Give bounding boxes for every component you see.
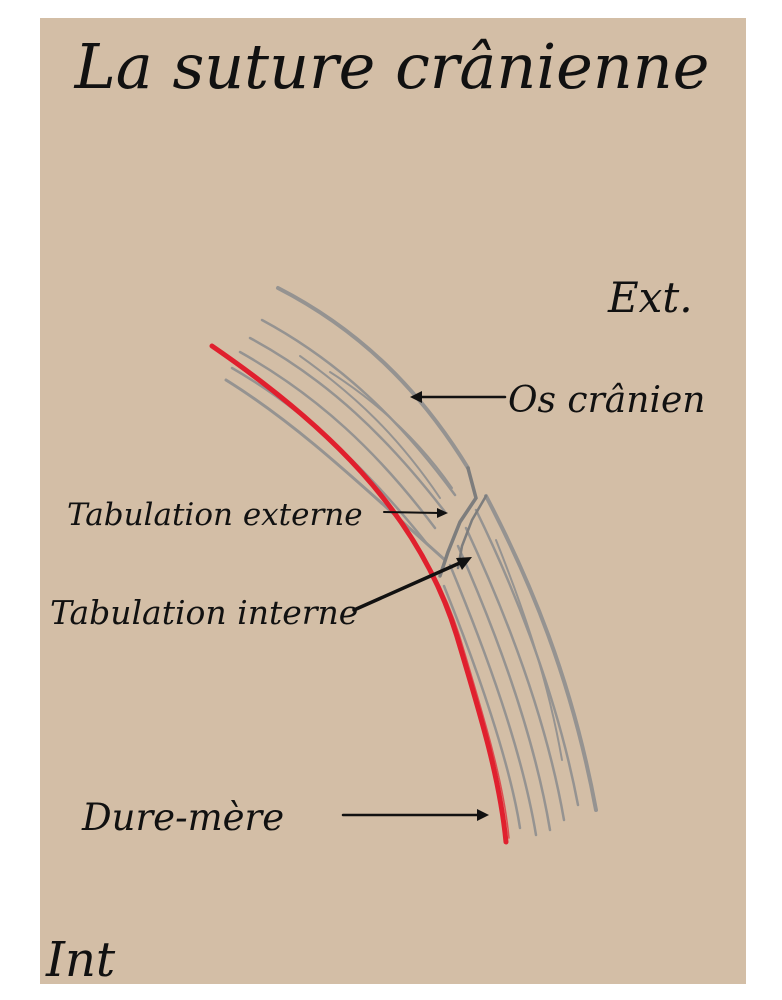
skull-bone-lower-segment (442, 494, 598, 837)
arrow-inner-table-head (456, 557, 472, 570)
label-interior: Int (45, 932, 116, 988)
label-outer-table: Tabulation externe (67, 497, 363, 533)
label-inner-table: Tabulation interne (50, 593, 358, 632)
paper-background (40, 18, 746, 984)
label-skull-bone: Os crânien (508, 380, 705, 421)
skull-bone-upper-segment (224, 286, 470, 562)
arrow-inner-table (352, 560, 464, 612)
arrow-outer-table-head (437, 508, 448, 518)
arrow-outer-table (383, 511, 441, 514)
label-dura-mater: Dure-mère (81, 796, 284, 839)
suture-line (438, 466, 488, 578)
arrows (341, 391, 507, 821)
diagram-title: La suture crânienne (74, 30, 710, 103)
arrow-skull-bone-head (410, 391, 422, 403)
label-exterior: Ext. (607, 273, 693, 322)
dura-mater-line (209, 343, 510, 845)
arrow-dura-mater-head (477, 809, 489, 821)
